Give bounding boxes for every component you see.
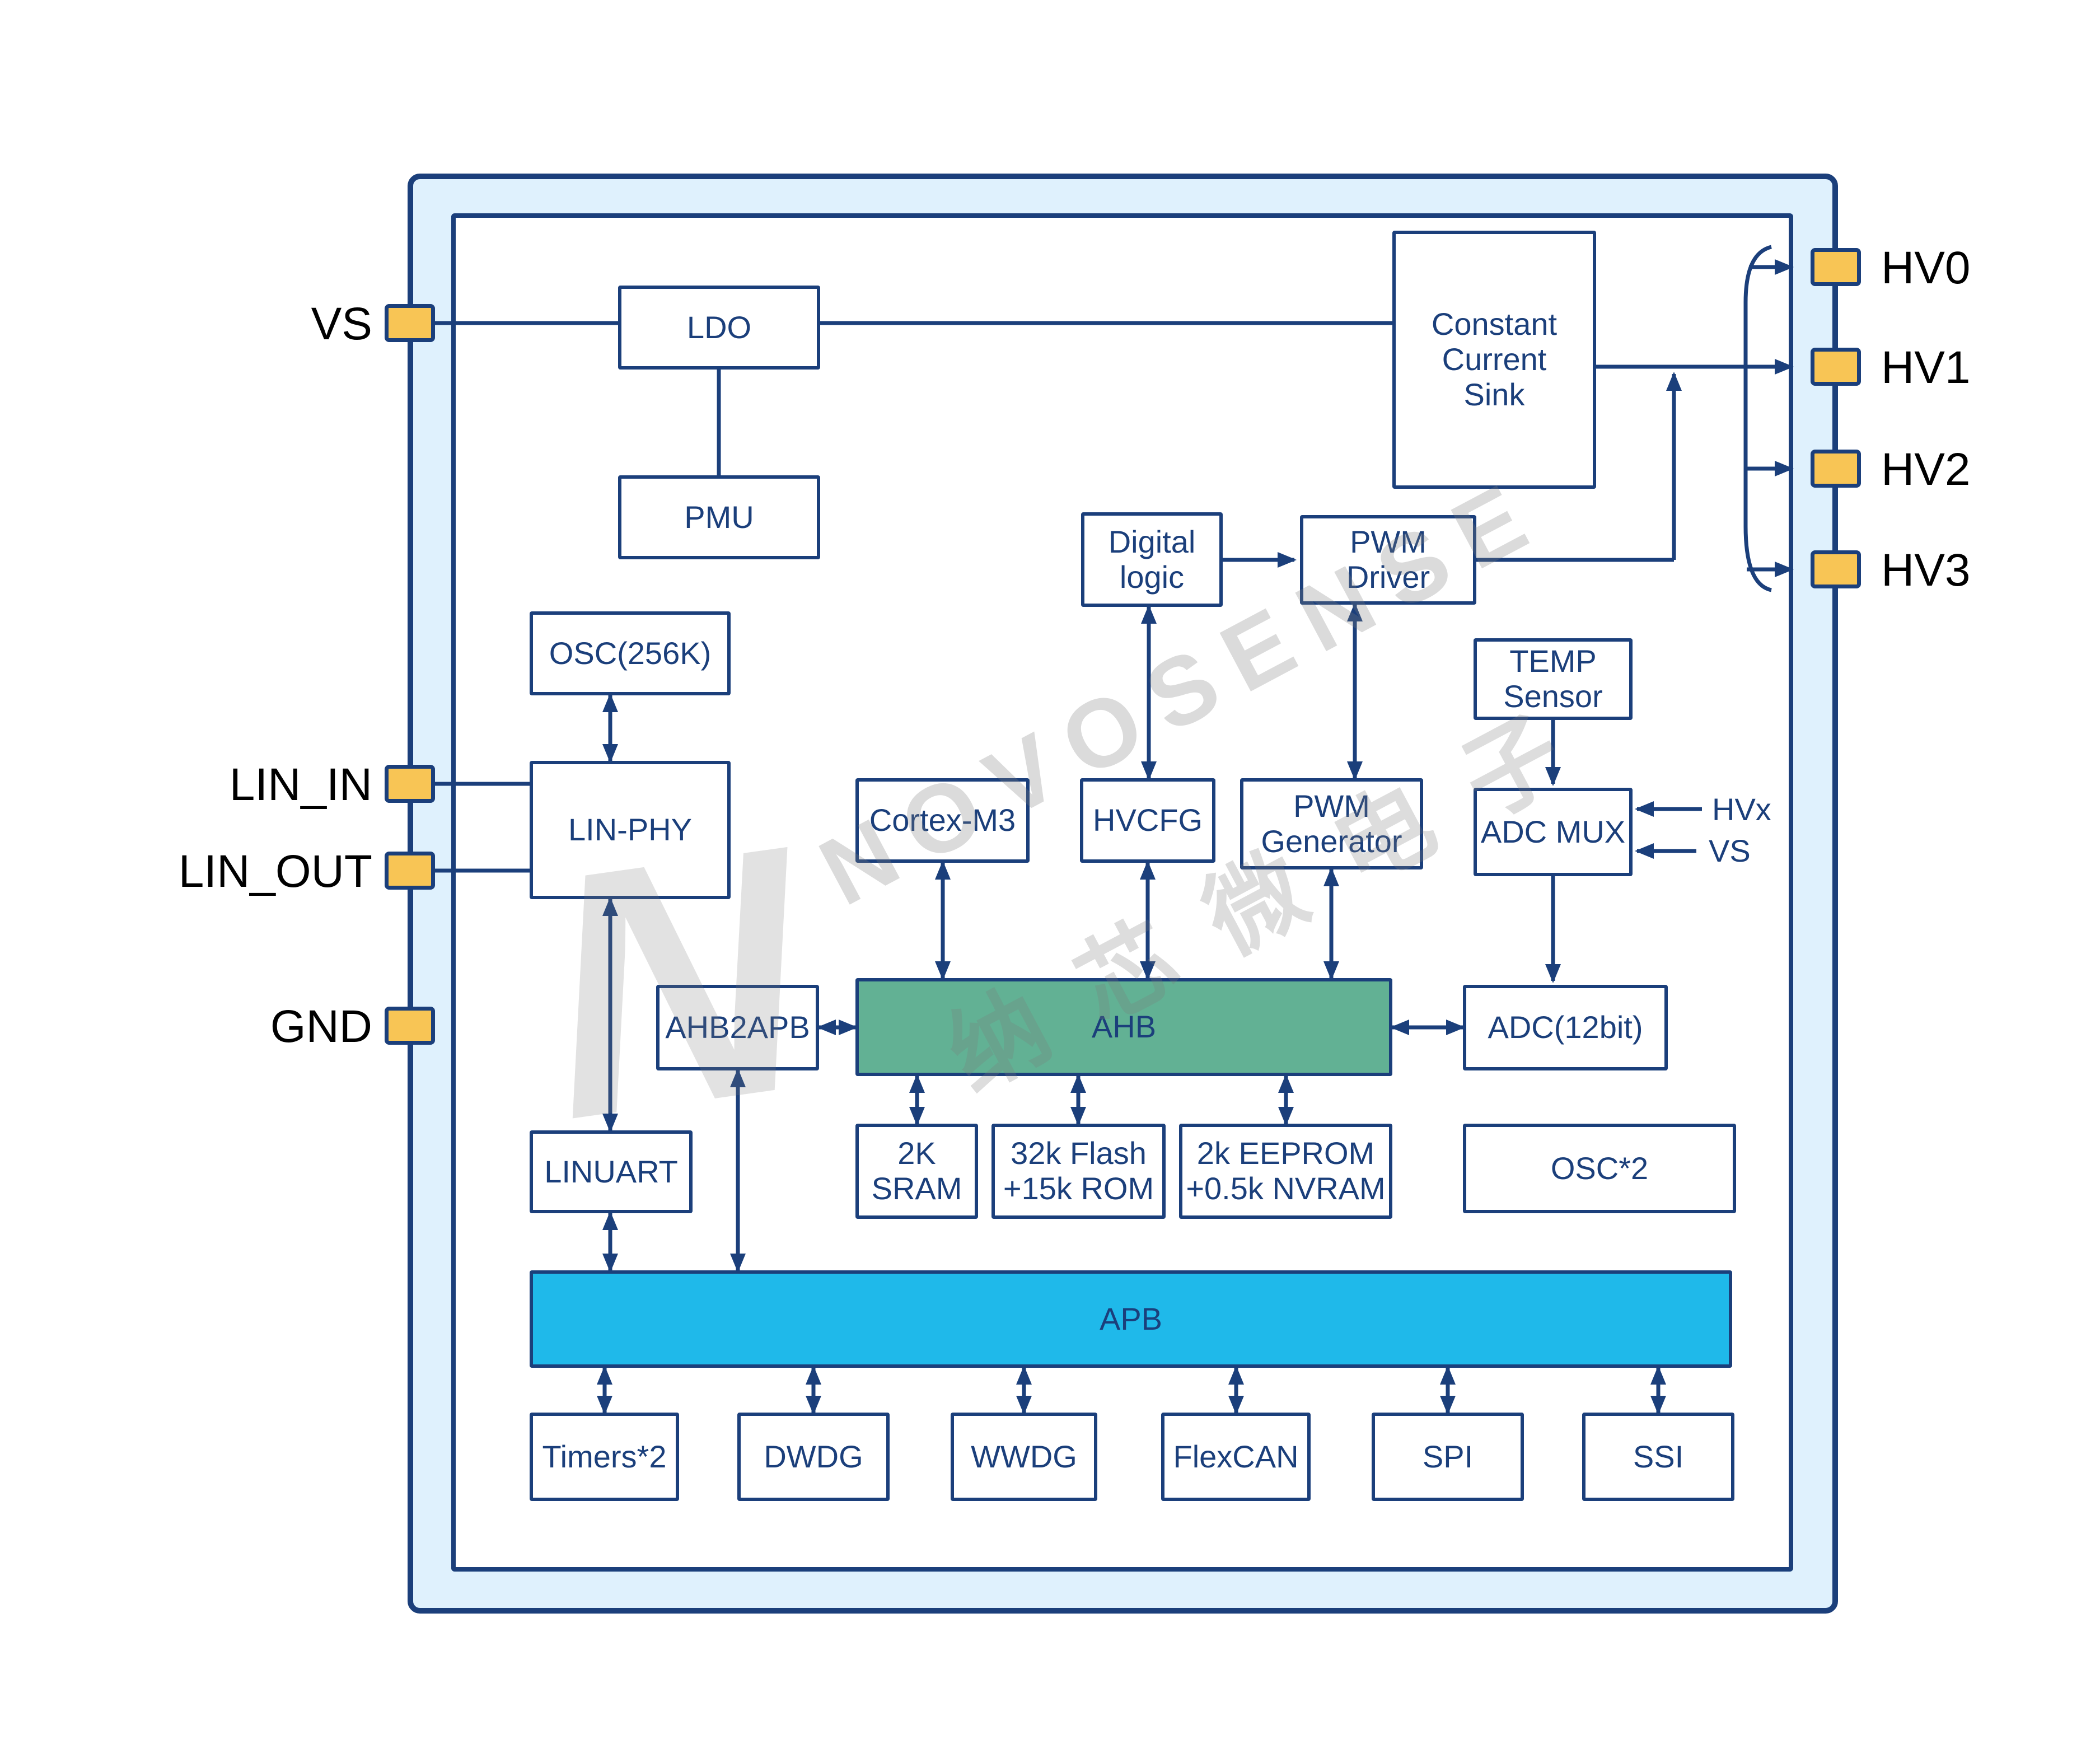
block-pwm-generator: PWM Generator [1240,778,1423,869]
block-digital-logic: Digital logic [1081,512,1223,607]
block-flexcan: FlexCAN [1161,1413,1311,1501]
block-cortex-m3: Cortex-M3 [855,778,1030,863]
pin-label-hv2: HV2 [1881,444,1971,495]
block-spi-label: SPI [1422,1438,1474,1474]
block-eeprom-nvram-label: 2k EEPROM +0.5k NVRAM [1186,1135,1386,1206]
block-ssi-label: SSI [1633,1438,1684,1474]
block-2k-sram-label: 2K SRAM [871,1135,962,1206]
block-osc-x2: OSC*2 [1463,1124,1736,1213]
block-adc-mux: ADC MUX [1474,788,1633,876]
pin-lin-in [385,765,435,803]
block-ccs-label: Constant Current Sink [1431,306,1558,412]
hv-output-lines [1476,245,1794,592]
block-constant-current-sink: Constant Current Sink [1392,231,1596,489]
pin-label-vs: VS [311,298,372,349]
block-adc-mux-label: ADC MUX [1480,813,1626,849]
control-lines [435,552,1561,1133]
signal-label-vs: VS [1709,833,1751,868]
block-dwdg-label: DWDG [764,1438,863,1474]
block-lin-phy-label: LIN-PHY [568,812,692,848]
block-ldo: LDO [618,286,820,370]
pin-label-hv1: HV1 [1881,342,1971,393]
pin-hv2 [1811,450,1861,488]
block-adc-12bit: ADC(12bit) [1463,985,1668,1070]
pin-gnd [385,1007,435,1045]
block-osc-256k-label: OSC(256K) [549,635,712,671]
block-timers: Timers*2 [530,1413,679,1501]
pin-hv0 [1811,248,1861,286]
block-wwdg-label: WWDG [971,1438,1077,1474]
adc-input-lines [1635,801,1702,859]
block-2k-sram: 2K SRAM [855,1124,978,1219]
block-hvcfg-label: HVCFG [1093,802,1203,838]
bus-ahb: AHB [855,978,1392,1076]
block-ahb2apb-label: AHB2APB [665,1009,810,1045]
block-pmu: PMU [618,475,820,559]
pin-hv3 [1811,550,1861,588]
block-pwm-driver-label: PWM Driver [1346,524,1430,595]
pin-label-gnd: GND [270,1001,372,1052]
bus-apb-label: APB [1099,1301,1163,1336]
bus-apb: APB [530,1270,1732,1368]
block-linuart-label: LINUART [544,1153,678,1189]
pin-lin-out [385,852,435,890]
signal-label-hvx: HVx [1712,792,1771,827]
apb-lines [597,1068,1666,1415]
block-temp-sensor-label: TEMP Sensor [1503,643,1603,714]
pin-label-hv3: HV3 [1881,545,1971,596]
block-ahb2apb: AHB2APB [656,985,819,1070]
ahb-lines [817,861,1561,1126]
pin-hv1 [1811,348,1861,386]
block-lin-phy: LIN-PHY [530,761,731,899]
block-digital-logic-label: Digital logic [1108,523,1196,595]
pin-vs [385,304,435,342]
block-spi: SPI [1372,1413,1524,1501]
pin-label-hv0: HV0 [1881,242,1971,293]
power-lines [435,321,1392,475]
block-pwm-driver: PWM Driver [1300,515,1476,605]
pin-label-lin-out: LIN_OUT [178,846,372,897]
block-dwdg: DWDG [737,1413,890,1501]
block-osc-x2-label: OSC*2 [1550,1150,1649,1186]
block-ssi: SSI [1582,1413,1734,1501]
block-pmu-label: PMU [684,499,754,535]
block-flexcan-label: FlexCAN [1173,1438,1299,1474]
block-pwm-generator-label: PWM Generator [1261,788,1402,859]
block-temp-sensor: TEMP Sensor [1474,638,1633,720]
block-cortex-m3-label: Cortex-M3 [869,802,1016,838]
block-flash-rom: 32k Flash +15k ROM [991,1124,1166,1219]
pin-label-lin-in: LIN_IN [229,759,372,810]
block-wwdg: WWDG [951,1413,1097,1501]
block-timers-label: Timers*2 [542,1438,667,1474]
block-linuart: LINUART [530,1130,693,1213]
block-adc-12bit-label: ADC(12bit) [1488,1009,1643,1045]
block-flash-rom-label: 32k Flash +15k ROM [1003,1135,1154,1206]
block-osc-256k: OSC(256K) [530,611,731,695]
block-eeprom-nvram: 2k EEPROM +0.5k NVRAM [1179,1124,1392,1219]
bus-ahb-label: AHB [1091,1009,1157,1045]
block-ldo-label: LDO [686,309,752,345]
block-hvcfg: HVCFG [1080,778,1215,863]
